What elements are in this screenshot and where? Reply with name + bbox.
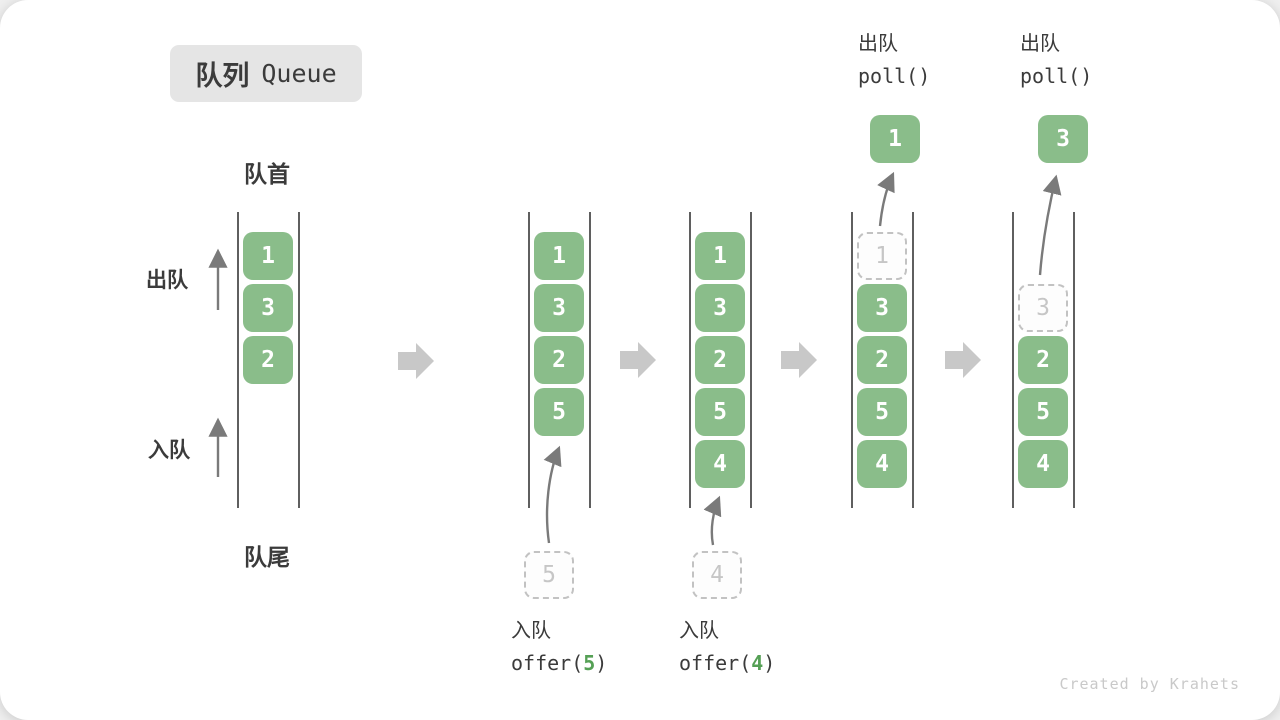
queue-element-removed: 1: [857, 232, 907, 280]
operation-arg: 4: [751, 651, 764, 675]
queue-element: 4: [1018, 440, 1068, 488]
dequeue-arrow-poll3: [1038, 174, 1062, 276]
queue-element: 3: [534, 284, 584, 332]
step-arrow-icon: [620, 342, 656, 378]
incoming-element: 5: [524, 551, 574, 599]
queue-wall-left: [528, 212, 530, 508]
watermark: Created by Krahets: [1059, 675, 1240, 693]
queue-element: 2: [243, 336, 293, 384]
operation-name: 入队: [511, 620, 551, 642]
queue-element: 4: [857, 440, 907, 488]
title-zh: 队列: [195, 61, 250, 91]
step-arrow-icon: [945, 342, 981, 378]
operation-name: 出队: [1020, 33, 1060, 55]
dequeue-operation-label: 出队 poll(): [1020, 27, 1092, 88]
operation-code: offer(5): [511, 651, 608, 675]
enqueue-operation-label: 入队 offer(4): [679, 614, 775, 675]
operation-code: poll(): [858, 64, 931, 88]
queue-element: 2: [1018, 336, 1068, 384]
popped-element: 3: [1038, 115, 1088, 163]
queue-wall-left: [237, 212, 239, 508]
label-enqueue: 入队: [148, 439, 190, 462]
queue-wall-left: [1012, 212, 1014, 508]
queue-element: 5: [695, 388, 745, 436]
operation-code: offer(4): [679, 651, 776, 675]
operation-name: 入队: [679, 620, 719, 642]
enqueue-arrow-offer5: [543, 445, 562, 544]
title-badge: 队列 Queue: [170, 45, 362, 102]
popped-element: 1: [870, 115, 920, 163]
label-queue-front: 队首: [244, 161, 290, 187]
label-dequeue: 出队: [146, 269, 188, 292]
operation-arg: 5: [583, 651, 596, 675]
queue-element: 1: [243, 232, 293, 280]
queue-wall-right: [589, 212, 591, 508]
title-en: Queue: [261, 59, 337, 88]
queue-element: 5: [534, 388, 584, 436]
queue-element-removed: 3: [1018, 284, 1068, 332]
queue-element: 3: [857, 284, 907, 332]
operation-name: 出队: [858, 33, 898, 55]
enqueue-operation-label: 入队 offer(5): [511, 614, 607, 675]
queue-element: 1: [534, 232, 584, 280]
queue-wall-right: [912, 212, 914, 508]
step-arrow-icon: [781, 342, 817, 378]
queue-wall-left: [689, 212, 691, 508]
enqueue-arrow-offer4: [703, 495, 722, 546]
queue-element: 4: [695, 440, 745, 488]
dequeue-arrow-poll1: [877, 171, 895, 227]
step-arrow-icon: [398, 343, 434, 379]
incoming-element: 4: [692, 551, 742, 599]
queue-element: 3: [243, 284, 293, 332]
queue-element: 2: [695, 336, 745, 384]
label-queue-rear: 队尾: [244, 544, 290, 570]
dequeue-operation-label: 出队 poll(): [858, 27, 930, 88]
queue-element: 1: [695, 232, 745, 280]
operation-code: poll(): [1020, 64, 1093, 88]
queue-wall-right: [1073, 212, 1075, 508]
queue-element: 3: [695, 284, 745, 332]
queue-element: 5: [1018, 388, 1068, 436]
queue-wall-right: [298, 212, 300, 508]
queue-element: 2: [857, 336, 907, 384]
queue-wall-left: [851, 212, 853, 508]
queue-wall-right: [750, 212, 752, 508]
queue-element: 2: [534, 336, 584, 384]
queue-element: 5: [857, 388, 907, 436]
